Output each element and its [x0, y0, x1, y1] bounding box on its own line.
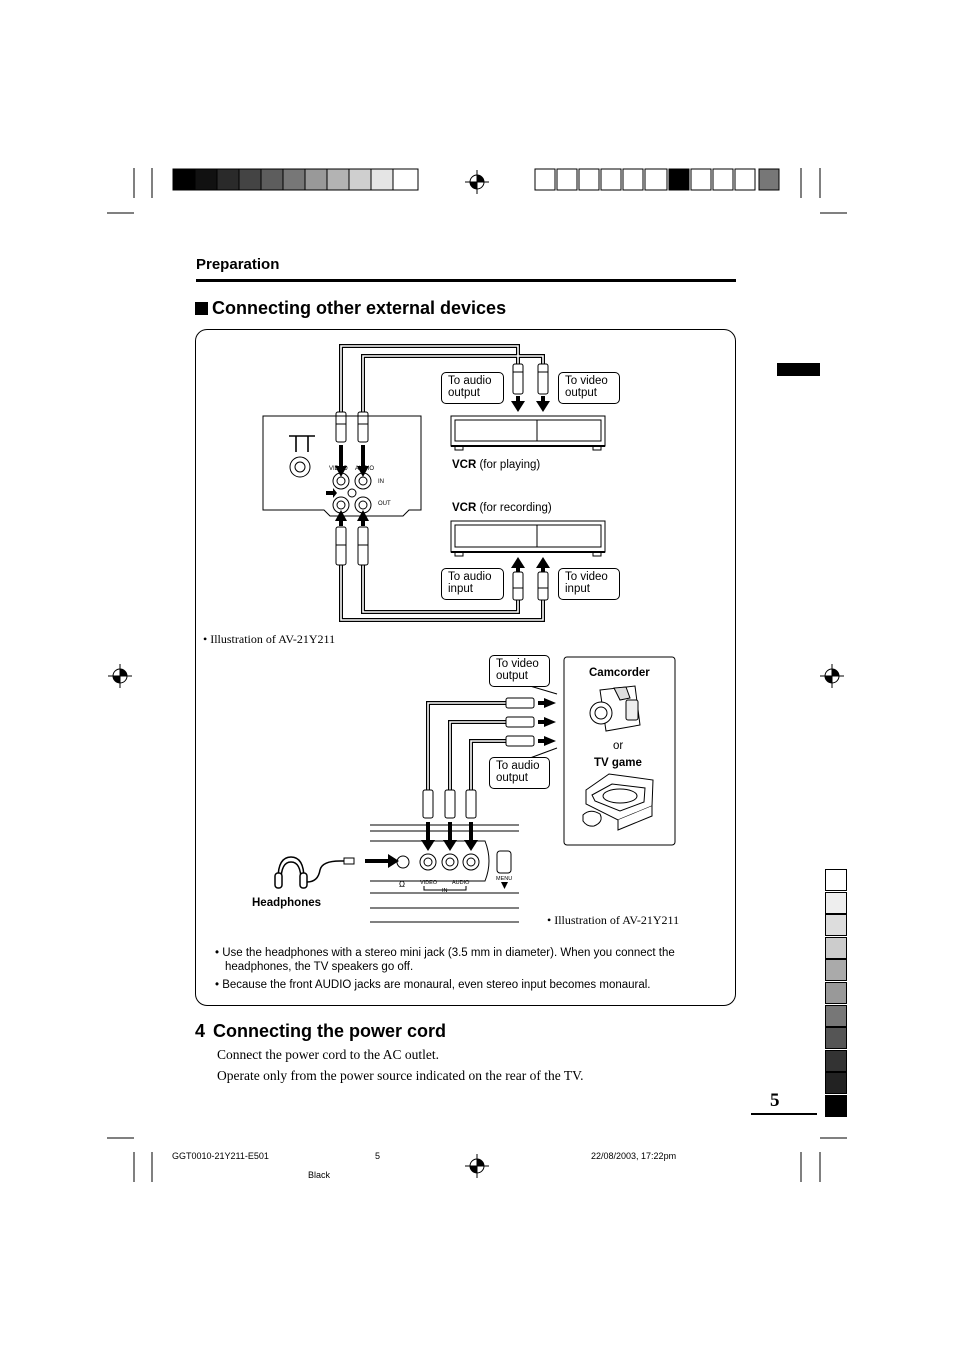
callout-to-video-output: To video output — [558, 372, 620, 404]
tv-game-label: TV game — [594, 757, 642, 769]
headphones-label: Headphones — [252, 897, 322, 909]
square-bullet-icon — [195, 302, 208, 315]
headphones-icon — [274, 856, 345, 889]
front-label-menu: MENU — [496, 876, 512, 882]
camcorder-icon — [589, 685, 641, 732]
note-line-2: headphones, the TV speakers go off. — [225, 961, 414, 973]
gray-scale-column — [825, 869, 847, 1118]
vcr-playing-label: VCR (for playing) — [452, 459, 541, 471]
footer-page: 5 — [375, 1151, 381, 1161]
callout-to-video-input: To video input — [558, 568, 620, 600]
callout-to-audio-input: To audio input — [441, 568, 504, 600]
power-step-number: 4 — [195, 1021, 206, 1041]
tv-label-out: OUT — [378, 501, 391, 507]
illustration-note-front: • Illustration of AV-21Y211 — [547, 913, 680, 927]
note-audio-mono: • Because the front AUDIO jacks are mona… — [215, 979, 651, 991]
front-label-in: IN — [442, 888, 448, 894]
footer-code: GGT0010-21Y211-E501 — [172, 1151, 269, 1161]
power-heading: 4 Connecting the power cord — [195, 1021, 446, 1042]
illustration-note-rear: • Illustration of AV-21Y211 — [203, 632, 336, 646]
headphone-jack-icon: Ω — [399, 880, 405, 889]
tv-label-video: VIDEO — [329, 466, 348, 472]
section-tab-marker — [777, 363, 820, 376]
or-label: or — [613, 740, 624, 752]
game-console-icon — [582, 773, 654, 831]
footer-datetime: 22/08/2003, 17:22pm — [591, 1151, 677, 1161]
power-line-2: Operate only from the power source indic… — [217, 1068, 584, 1083]
vcr-recording-label: VCR (for recording) — [452, 502, 552, 514]
note-headphones: • Use the headphones with a stereo mini … — [215, 946, 725, 974]
front-label-audio: AUDIO — [452, 880, 470, 886]
diagram-panel — [195, 329, 736, 1006]
callout-to-audio-output: To audio output — [441, 372, 504, 404]
tv-label-audio: AUDIO — [355, 466, 374, 472]
front-label-video: VIDEO — [420, 880, 438, 886]
section-title-text: Connecting other external devices — [212, 298, 507, 318]
tv-label-in: IN — [378, 479, 384, 485]
page-number-rule — [751, 1113, 817, 1115]
camcorder-label: Camcorder — [589, 667, 650, 679]
section-label: Preparation — [196, 256, 280, 273]
section-title: Connecting other external devices — [195, 298, 506, 319]
footer-color: Black — [308, 1170, 331, 1180]
section-rule — [196, 279, 736, 282]
power-title: Connecting the power cord — [213, 1021, 447, 1041]
callout-front-video-output: To video output — [489, 655, 550, 687]
page-number: 5 — [770, 1090, 780, 1111]
note-line-1: • Use the headphones with a stereo mini … — [215, 947, 675, 959]
power-line-1: Connect the power cord to the AC outlet. — [217, 1047, 439, 1062]
callout-front-audio-output: To audio output — [489, 757, 550, 789]
